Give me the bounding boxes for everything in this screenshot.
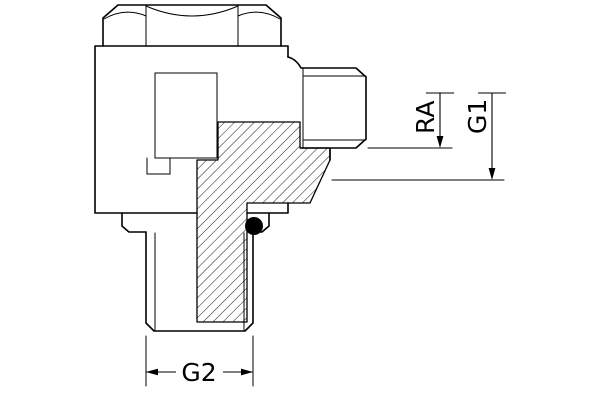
bottom-collar-outline — [121, 212, 270, 233]
hex-nut-chamfer-arcs — [103, 5, 281, 20]
banjo-eye-step — [146, 157, 171, 175]
hex-nut — [102, 4, 282, 47]
stud-thread-lines — [302, 67, 367, 149]
dimension-g2: G2 — [145, 335, 254, 387]
ra-dimension-line — [426, 92, 454, 136]
side-port-stud — [287, 56, 367, 161]
g2-arrowheads — [146, 368, 253, 376]
g2-extension-lines — [145, 335, 254, 387]
label-g1: G1 — [463, 99, 492, 134]
g1-arrowhead — [488, 168, 496, 180]
bottom-thread-minor-lines — [154, 232, 245, 331]
body-outline — [94, 45, 289, 214]
ra-arrowhead — [436, 136, 444, 148]
dimension-ra: RA — [367, 92, 454, 149]
banjo-eye-window — [154, 72, 218, 159]
g1-dimension-line — [478, 92, 506, 168]
fitting-body — [94, 45, 289, 214]
hex-nut-face-edges — [145, 4, 239, 47]
o-ring-seal — [245, 217, 263, 235]
bottom-thread-outline — [145, 231, 254, 332]
dimension-g1: G1 — [331, 92, 506, 181]
label-g2: G2 — [181, 358, 216, 387]
label-ra: RA — [411, 101, 440, 134]
bottom-stud — [121, 212, 270, 332]
hex-nut-outline — [102, 4, 282, 47]
stud-outline — [287, 56, 367, 161]
section-hatch-bolt — [196, 121, 331, 323]
